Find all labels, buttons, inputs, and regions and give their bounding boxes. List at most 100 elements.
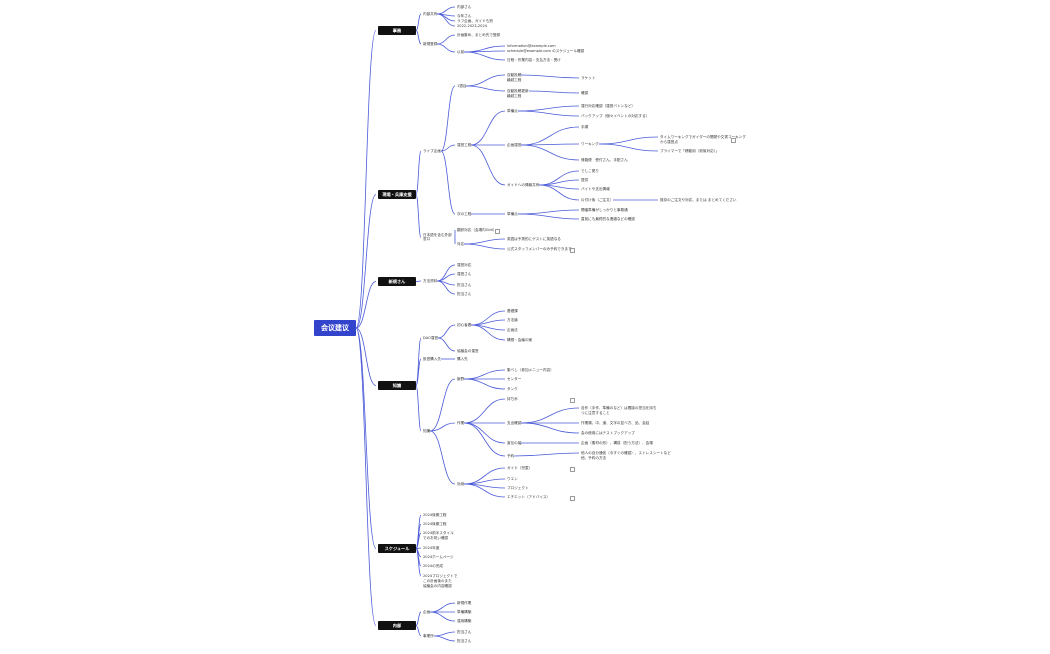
node-d1a1[interactable]: 基礎課 (507, 309, 518, 313)
branch-schedule[interactable]: スケジュール (378, 544, 416, 553)
node-d1b[interactable]: 協議会の運営 (457, 349, 479, 353)
node-d3b1[interactable]: 持ち歩 (507, 397, 518, 401)
node-a1d[interactable]: 2022-2023-2024 (457, 24, 488, 28)
node-b1b2c[interactable]: 帰路便 受付さん、手配さん (581, 158, 628, 162)
node-d3b2a[interactable]: 自作（手作、準備のなど）は間接の担当を持ち (581, 406, 657, 410)
node-a2b[interactable]: 以前 (457, 50, 465, 54)
branch-shinki[interactable]: 新規さん (378, 277, 416, 286)
node-b2b[interactable]: 対応 (457, 242, 465, 246)
node-f2a[interactable]: 担当さん (457, 630, 472, 634)
node-c1d[interactable]: 担当さん (457, 292, 472, 296)
node-c1[interactable]: 方法資料 (423, 279, 438, 283)
node-b1a6[interactable]: 確認 (581, 91, 589, 95)
node-b2b2[interactable]: 公式スタッフメンバーのみ予約できます (507, 247, 572, 251)
note-icon[interactable] (495, 229, 500, 234)
node-b1b2b1[interactable]: タイムワーキングでガイダーの開発や文書コーキング (660, 135, 746, 139)
node-f1c[interactable]: 運用構築 (457, 619, 472, 623)
node-e1[interactable]: 2024後期工程 (423, 513, 447, 517)
node-a2a[interactable]: 計画集め、まとめ先で登録 (457, 33, 501, 37)
branch-jimu[interactable]: 事務 (378, 26, 416, 35)
node-b2b1[interactable]: 英語は予測的にゲストに英語なる (507, 237, 561, 241)
node-d1a2[interactable]: 方法論 (507, 318, 518, 322)
node-b2a[interactable]: 翻訳対応（会場内Gidi） (457, 228, 497, 232)
node-b1c1b[interactable]: 直前にも最終的な連絡などの確認 (581, 217, 635, 221)
node-d3b2b[interactable]: つに注意すること (581, 411, 610, 415)
node-e4[interactable]: でのお祝い確認 (423, 536, 449, 540)
node-d3b2[interactable]: 支出確認 (507, 421, 522, 425)
note-icon[interactable] (570, 496, 575, 501)
node-b1a2[interactable]: 繰越工程 (507, 78, 522, 82)
node-d3b4b[interactable]: 他、予約の方法 (581, 456, 607, 460)
node-d3a3[interactable]: タンク (507, 387, 518, 391)
node-d1a4[interactable]: 構想・会議の案 (507, 338, 533, 342)
node-b1b2b2[interactable]: から運営点 (660, 140, 678, 144)
node-d3b[interactable]: 作業 (457, 421, 465, 425)
node-b1b3c[interactable]: バイトや支出情報 (581, 187, 610, 191)
node-d3a2[interactable]: センター (507, 377, 522, 381)
node-d3b2d[interactable]: 会の使用にはテストブックアップ (581, 431, 635, 435)
node-f1[interactable]: 企画 (423, 610, 431, 614)
branch-chishiki[interactable]: 知識 (378, 381, 416, 390)
node-a2b1[interactable]: information@example.com (507, 44, 556, 48)
node-d3a1[interactable]: 集べし（参加メニュー内容） (507, 368, 554, 372)
node-b1b1[interactable]: 準備点 (507, 109, 518, 113)
node-a2[interactable]: 新規登録 (423, 42, 438, 46)
node-e2[interactable]: 2024後期工程 (423, 522, 447, 526)
node-b1b2b3[interactable]: プライマーで「移動用（前後対応）」 (660, 149, 720, 153)
node-d3b2c[interactable]: 作業順、中、道、文字の並べ方、品、会話 (581, 421, 650, 425)
node-d3c4[interactable]: エチエット（アドバイス） (507, 495, 551, 499)
node-c1c[interactable]: 担当さん (457, 283, 472, 287)
note-icon[interactable] (570, 248, 575, 253)
node-c1b[interactable]: 運営さん (457, 272, 472, 276)
node-b1b3a[interactable]: でしこ拠り (581, 169, 599, 173)
node-b1b[interactable]: 運営工程 (457, 143, 472, 147)
node-e7[interactable]: 2024の完成 (423, 564, 443, 568)
branch-genba[interactable]: 現場・兵庫支援 (378, 190, 416, 199)
node-d1[interactable]: DAO運営 (423, 336, 439, 340)
node-b2[interactable]: 日本語を含む外部窓口 (423, 233, 452, 242)
node-b1c[interactable]: 次の工程 (457, 212, 472, 216)
node-a2b3[interactable]: 日程・作業内容・支払方法・受け (507, 58, 561, 62)
node-b1b2a[interactable]: 手順 (581, 125, 589, 129)
node-b1b2[interactable]: 企画運営 (507, 143, 522, 147)
node-d3[interactable]: 知識 (423, 429, 431, 433)
node-d3c1[interactable]: ガイド（児童） (507, 466, 533, 470)
node-b1b1b[interactable]: バックアップ（個々イベントの対応する） (581, 114, 650, 118)
node-b1c1a[interactable]: 開催準備がしっかりと事務通 (581, 208, 628, 212)
node-d1a3[interactable]: 企画法 (507, 328, 518, 332)
node-a1[interactable]: 内部共有 (423, 12, 438, 16)
node-d3b3a[interactable]: 企画（素材の形）、構成（担う方法）、会場 (581, 441, 653, 445)
node-d2[interactable]: 設営購入先 (423, 357, 441, 361)
note-icon[interactable] (570, 467, 575, 472)
node-b1[interactable]: ライブ企画 (423, 149, 441, 153)
node-b1a5[interactable]: ラケット (581, 76, 596, 80)
node-c1a[interactable]: 運営対応 (457, 263, 472, 267)
node-d3b4[interactable]: 予約 (507, 454, 515, 458)
node-f1a[interactable]: 新規作業 (457, 601, 472, 605)
node-b1b3d[interactable]: 片付け後（ご注文） (581, 198, 614, 202)
node-b1a1[interactable]: 自動投稿 (507, 73, 522, 77)
node-a2b2[interactable]: schedule@example.com のスケジュール確認 (507, 49, 585, 53)
node-d3c[interactable]: 効用 (457, 482, 465, 486)
node-e3[interactable]: 2024前半スタイル (423, 531, 454, 535)
node-a1a[interactable]: 内部さん (457, 5, 472, 9)
node-b1b3e[interactable]: 既存のご注文や対応、または まとめてください (660, 198, 737, 202)
note-icon[interactable] (570, 398, 575, 403)
node-b1b3[interactable]: ガイドへの情報共有 (507, 183, 540, 187)
node-d1a[interactable]: 初心者着 (457, 323, 472, 327)
node-e9[interactable]: この計画後のまた (423, 579, 452, 583)
node-f1b[interactable]: 準備構築 (457, 610, 472, 614)
node-e6[interactable]: 2024ホームページ (423, 555, 454, 559)
node-b1b3b[interactable]: 提供 (581, 178, 589, 182)
branch-naibu[interactable]: 内部 (378, 621, 416, 630)
node-f2[interactable]: 事業所 (423, 634, 434, 638)
node-d3a[interactable]: 飯野 (457, 377, 465, 381)
node-e8[interactable]: 2024プロジェクトで (423, 574, 458, 578)
root-node[interactable]: 会议建议 (314, 320, 356, 336)
node-a1b[interactable]: 今年さん (457, 14, 472, 18)
node-f2b[interactable]: 担当さん (457, 639, 472, 643)
node-d3b3[interactable]: 宣伝の幅 (507, 441, 522, 445)
node-d3b4a[interactable]: 他人の自分通信（今すぐの確認）、ストレスシートなど (581, 451, 671, 455)
note-icon[interactable] (731, 138, 736, 143)
node-d2a[interactable]: 購入先 (457, 357, 468, 361)
